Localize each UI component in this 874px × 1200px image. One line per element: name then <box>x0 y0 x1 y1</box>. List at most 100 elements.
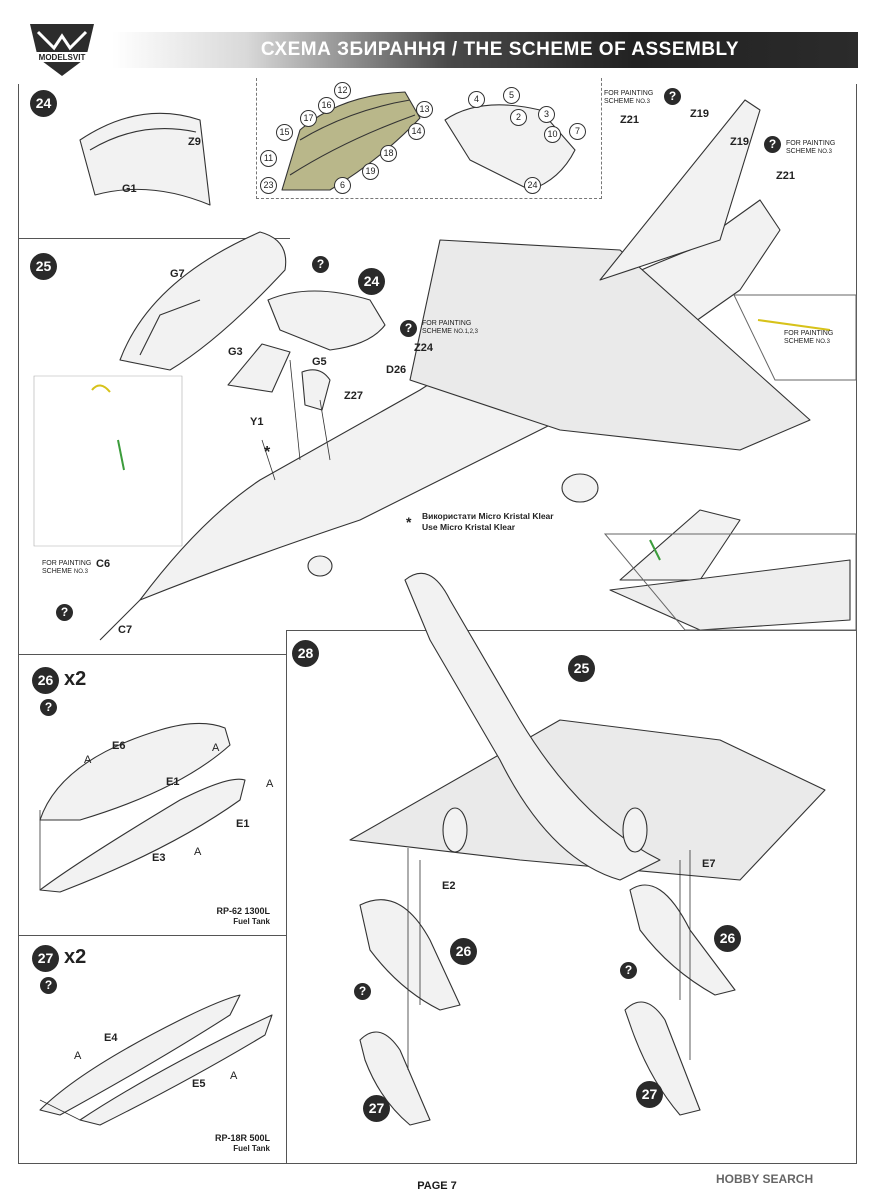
paint-q-z19: ? <box>764 136 781 153</box>
klear-asterisk-cockpit: * <box>264 444 271 461</box>
paint-note-scheme3-inset: FOR PAINTING SCHEME NO.3 <box>784 330 834 345</box>
paint-note-scheme3-c6: FOR PAINTING SCHEME NO.3 <box>42 560 92 575</box>
canopy-g1-shape <box>79 112 211 206</box>
glue-mark-a-6: A <box>230 1070 238 1082</box>
tank-rp62-name: RP-62 1300L <box>216 906 270 916</box>
canopy-frame-step24 <box>267 290 386 351</box>
label-e2: E2 <box>442 880 456 892</box>
part-g3-shape <box>227 343 291 393</box>
label-c7: C7 <box>118 624 133 636</box>
underside-wing-shape <box>349 719 826 881</box>
glue-mark-a-1: A <box>84 754 92 766</box>
part-g5-shape <box>301 369 331 411</box>
label-z21-top: Z21 <box>620 114 639 126</box>
canopy-num-6: 6 <box>334 177 351 194</box>
label-e1-a: E1 <box>166 776 180 788</box>
klear-asterisk: * <box>406 514 412 530</box>
divider-26-27 <box>18 935 286 936</box>
glue-mark-a-5: A <box>74 1050 82 1062</box>
canopy-num-14: 14 <box>408 123 425 140</box>
tank-left-shape <box>359 899 461 1011</box>
step-25-badge: 25 <box>30 253 57 280</box>
canopy-num-7: 7 <box>569 123 586 140</box>
label-z19-right: Z19 <box>730 136 749 148</box>
step-27-multiplier: x2 <box>64 946 87 968</box>
label-g5: G5 <box>312 356 327 368</box>
tank-rp62-desc: Fuel Tank <box>233 917 270 926</box>
label-e4: E4 <box>104 1032 118 1044</box>
ref-26-left-badge: 26 <box>450 938 477 965</box>
ref-27-left-badge: 27 <box>363 1095 390 1122</box>
canopy-g7-shape <box>119 231 287 371</box>
canopy-num-23: 23 <box>260 177 277 194</box>
label-e6: E6 <box>112 740 126 752</box>
glue-mark-a-2: A <box>212 742 220 754</box>
glue-mark-a-4: A <box>194 846 202 858</box>
glue-mark-a-3: A <box>266 778 274 790</box>
label-z19-top: Z19 <box>690 108 709 120</box>
canopy-num-13: 13 <box>416 101 433 118</box>
klear-note-ukr: Використати Micro Kristal Klear <box>422 511 554 521</box>
label-z24: Z24 <box>414 342 433 354</box>
step-26-multiplier: x2 <box>64 668 87 690</box>
canopy-num-15: 15 <box>276 124 293 141</box>
canopy-num-10: 10 <box>544 126 561 143</box>
inset-canopy-open-shape <box>619 509 741 581</box>
label-d26: D26 <box>386 364 407 376</box>
label-z27: Z27 <box>344 390 363 402</box>
canopy-num-16: 16 <box>318 97 335 114</box>
tank-right-shape <box>629 884 736 996</box>
canopy-num-19: 19 <box>362 163 379 180</box>
canopy-num-24: 24 <box>524 177 541 194</box>
header-bar <box>112 32 858 68</box>
label-z9: Z9 <box>188 136 201 148</box>
tank-right-small-shape <box>624 1001 701 1116</box>
paint-note-scheme3-top: FOR PAINTING SCHEME NO.3 <box>604 90 654 105</box>
logo-text: MODELSVIT <box>39 53 86 62</box>
label-g3: G3 <box>228 346 243 358</box>
canopy-num-2: 2 <box>510 109 527 126</box>
orientation-q-25: ? <box>312 256 329 273</box>
ref-24-badge: 24 <box>358 268 385 295</box>
canopy-num-3: 3 <box>538 106 555 123</box>
tank-e6-shape <box>39 722 231 821</box>
orientation-q-c6: ? <box>56 604 73 621</box>
divider-24-25 <box>18 238 290 239</box>
wing-shape <box>409 239 811 451</box>
canopy-num-5: 5 <box>503 87 520 104</box>
canopy-num-18: 18 <box>380 145 397 162</box>
divider-25-26 <box>18 654 286 655</box>
label-g1: G1 <box>122 183 137 195</box>
label-c6: C6 <box>96 558 111 570</box>
label-y1: Y1 <box>250 416 264 428</box>
label-e7: E7 <box>702 858 716 870</box>
orientation-q-28-left: ? <box>354 983 371 1000</box>
orientation-q-28-right: ? <box>620 962 637 979</box>
klear-note-en: Use Micro Kristal Klear <box>422 522 516 532</box>
ref-27-right-badge: 27 <box>636 1081 663 1108</box>
tank-rp18-name: RP-18R 500L <box>214 1133 270 1143</box>
underside-fuselage-shape <box>404 572 661 881</box>
divider-28-top <box>286 630 856 631</box>
canopy-num-12: 12 <box>334 82 351 99</box>
paint-note-scheme3-right: FOR PAINTING SCHEME NO.3 <box>786 140 836 155</box>
tail-fin-shape <box>599 99 761 281</box>
canopy-num-17: 17 <box>300 110 317 127</box>
frame-bottom <box>18 1163 857 1164</box>
tank-e4-shape <box>39 994 241 1116</box>
step-28-badge: 28 <box>292 640 319 667</box>
page-number: PAGE 7 <box>417 1180 457 1192</box>
paint-note-scheme123: FOR PAINTING SCHEME NO.1,2,3 <box>422 320 478 335</box>
paint-q-26: ? <box>40 699 57 716</box>
tank-left-small-shape <box>359 1031 431 1126</box>
label-e5: E5 <box>192 1078 206 1090</box>
divider-col <box>286 630 287 1164</box>
paint-q-27: ? <box>40 977 57 994</box>
label-e3: E3 <box>152 852 166 864</box>
canopy-num-4: 4 <box>468 91 485 108</box>
canopy-num-11: 11 <box>260 150 277 167</box>
step-27-badge: 27 <box>32 945 59 972</box>
step-24-badge: 24 <box>30 90 57 117</box>
canopy-detail-box <box>256 78 602 199</box>
